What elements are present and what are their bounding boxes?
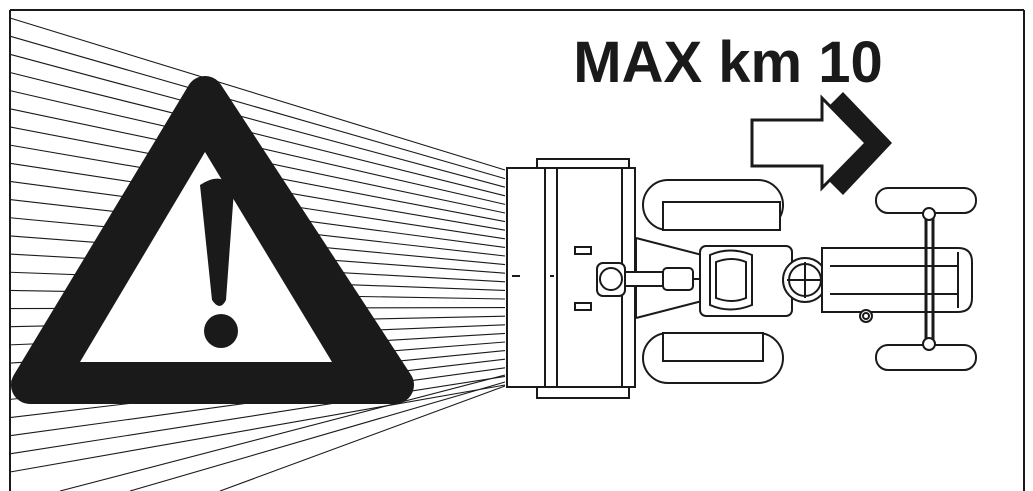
- beam-line: [59, 374, 506, 491]
- arrow-right-icon: [750, 92, 892, 195]
- rear-wheel-left: [642, 179, 784, 231]
- beam-line: [219, 385, 506, 491]
- mower-implement: [506, 158, 636, 399]
- front-wheel-left: [875, 187, 977, 221]
- speed-limit-title: MAX km 10: [573, 30, 882, 95]
- front-wheel-right: [875, 337, 977, 371]
- beam-line: [129, 381, 506, 491]
- rear-wheel-right: [642, 332, 784, 384]
- beam-line: [9, 17, 506, 171]
- beam-line: [9, 53, 506, 188]
- beam-line: [9, 71, 506, 197]
- diagram-frame: [9, 9, 1025, 491]
- exclamation-mark: [200, 178, 234, 306]
- beam-line: [9, 35, 506, 180]
- seat: [709, 249, 753, 311]
- engine-hood: [821, 247, 973, 313]
- warning-triangle-icon: [11, 76, 414, 404]
- beam-line: [9, 384, 506, 473]
- steering-wheel: [782, 257, 828, 303]
- three-point-hitch: [596, 237, 707, 319]
- exclamation-dot: [204, 314, 238, 348]
- tractor-with-mower: [506, 158, 977, 399]
- beam-line: [9, 375, 506, 455]
